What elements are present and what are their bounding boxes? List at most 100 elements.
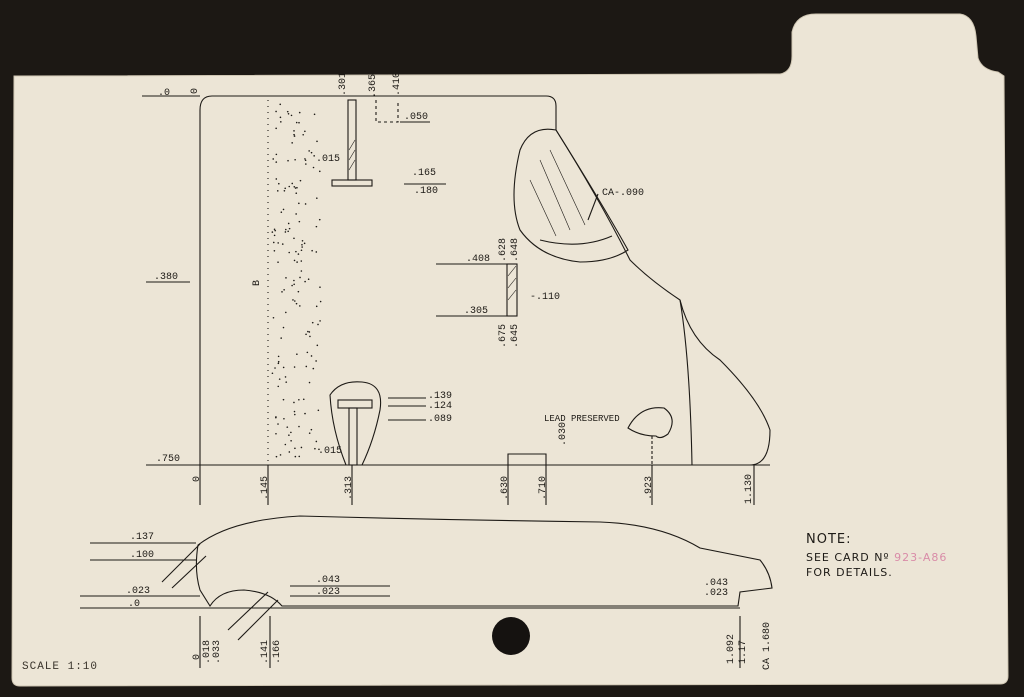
stipple-dot: [283, 417, 285, 420]
dim-628-label: .628: [498, 237, 509, 262]
stipple-dot: [298, 202, 300, 205]
stipple-dot: [304, 203, 307, 205]
stipple-dot: [278, 182, 280, 185]
stipple-dot: [298, 425, 300, 428]
stipple-dot: [282, 398, 285, 401]
mid-rod: [506, 263, 518, 317]
stipple-dot: [306, 351, 309, 354]
punch-hole: [492, 617, 530, 655]
dim-305-label: .305: [464, 306, 489, 317]
top-dowel-base: [331, 179, 373, 187]
stipple-dot: [308, 432, 311, 434]
top-zero-left: .0: [158, 88, 171, 99]
stipple-dot: [298, 398, 300, 401]
hatch-2: [171, 555, 207, 589]
stipple-dot: [277, 355, 280, 358]
stipple-dot: [290, 431, 292, 434]
stipple-dot: [282, 208, 285, 211]
stipple-dot: [277, 261, 279, 263]
stipple-dot: [297, 253, 300, 255]
stipple-dot: [314, 447, 316, 450]
stipple-dot: [281, 291, 283, 293]
scale-label: SCALE 1:10: [22, 661, 99, 673]
break-line: [679, 299, 693, 466]
profile-bottom-141: .141: [260, 639, 271, 664]
stipple-dot: [277, 242, 279, 244]
stipple-dot: [275, 178, 278, 180]
stipple-dot: [315, 225, 318, 228]
dim-648-label: .648: [510, 237, 521, 262]
stipple-dot: [272, 158, 275, 160]
profile-bottom-166: .166: [272, 639, 283, 664]
stipple-dot: [309, 335, 311, 338]
stipple-dot: [288, 434, 290, 436]
stipple-dot: [291, 182, 294, 185]
stipple-dot: [278, 378, 281, 380]
stipple-dot: [300, 270, 303, 272]
patch-hatch-b: [549, 149, 586, 226]
stipple-dot: [316, 140, 318, 143]
stipple-dot: [315, 360, 317, 362]
stipple-dot: [298, 111, 301, 114]
dim-139-label: .139: [428, 391, 453, 402]
t-clamp-stem: [348, 407, 358, 466]
stipple-dot: [296, 353, 298, 355]
stipple-dot: [302, 133, 305, 136]
profile-043-mid-label: .043: [316, 575, 341, 586]
stipple-dot: [295, 121, 298, 124]
stipple-dot: [271, 231, 274, 233]
stipple-dot: [288, 185, 291, 188]
stipple-dot: [316, 197, 318, 199]
stipple-dot: [315, 251, 318, 253]
stipple-dot: [293, 133, 295, 136]
stipple-dot: [288, 451, 291, 453]
stipple-dot: [310, 428, 313, 431]
lead-preserved-label: LEAD PRESERVED: [544, 414, 620, 424]
stipple-dot: [285, 381, 288, 383]
stipple-dot: [275, 127, 277, 130]
note-see-card: SEE CARD Nº: [806, 551, 890, 564]
profile-outline: [195, 515, 773, 608]
stipple-dot: [302, 398, 305, 401]
stipple-dot: [293, 279, 295, 282]
stipple-dot: [281, 243, 284, 245]
stipple-dot: [287, 230, 289, 233]
stipple-dot: [293, 259, 296, 262]
hatch-3: [227, 591, 269, 631]
stipple-dot: [284, 443, 287, 446]
stipple-dot: [272, 316, 275, 319]
stipple-dot: [296, 261, 298, 263]
stipple-dot: [316, 344, 319, 347]
dim-408-label: .408: [466, 254, 491, 265]
dim-165-label: .165: [412, 168, 437, 179]
stipple-dot: [288, 251, 291, 254]
bottom-socket: [507, 453, 547, 465]
profile-043-right-label: .043: [704, 578, 729, 589]
stipple-dot: [279, 103, 282, 106]
stipple-dot: [312, 367, 315, 370]
dim-030-label: .030: [558, 421, 569, 446]
stipple-dot: [284, 376, 287, 378]
stipple-dot: [291, 284, 293, 287]
stipple-dot: [283, 289, 285, 291]
stipple-dot: [287, 222, 290, 225]
profile-137-label: .137: [130, 532, 155, 543]
stipple-dot: [292, 299, 294, 301]
patch-hatch-a: [539, 159, 571, 231]
stipple-dot: [285, 311, 287, 314]
arrow-090: [587, 193, 599, 221]
stipple-region: [271, 103, 322, 458]
stipple-dot: [285, 228, 287, 231]
dim-645-label: .645: [510, 323, 521, 348]
top-zero-right: 0: [190, 87, 201, 94]
note-line2: FOR DETAILS.: [806, 566, 893, 579]
stipple-dot: [294, 447, 296, 450]
stipple-dot: [290, 439, 292, 442]
stipple-dot: [275, 110, 277, 113]
note-block: NOTE: SEE CARD Nº 923-A86 FOR DETAILS.: [806, 532, 947, 579]
stipple-dot: [279, 454, 282, 456]
stipple-dot: [318, 170, 321, 173]
stipple-dot: [280, 337, 282, 339]
stipple-dot: [271, 372, 274, 375]
stipple-dot: [299, 305, 301, 307]
